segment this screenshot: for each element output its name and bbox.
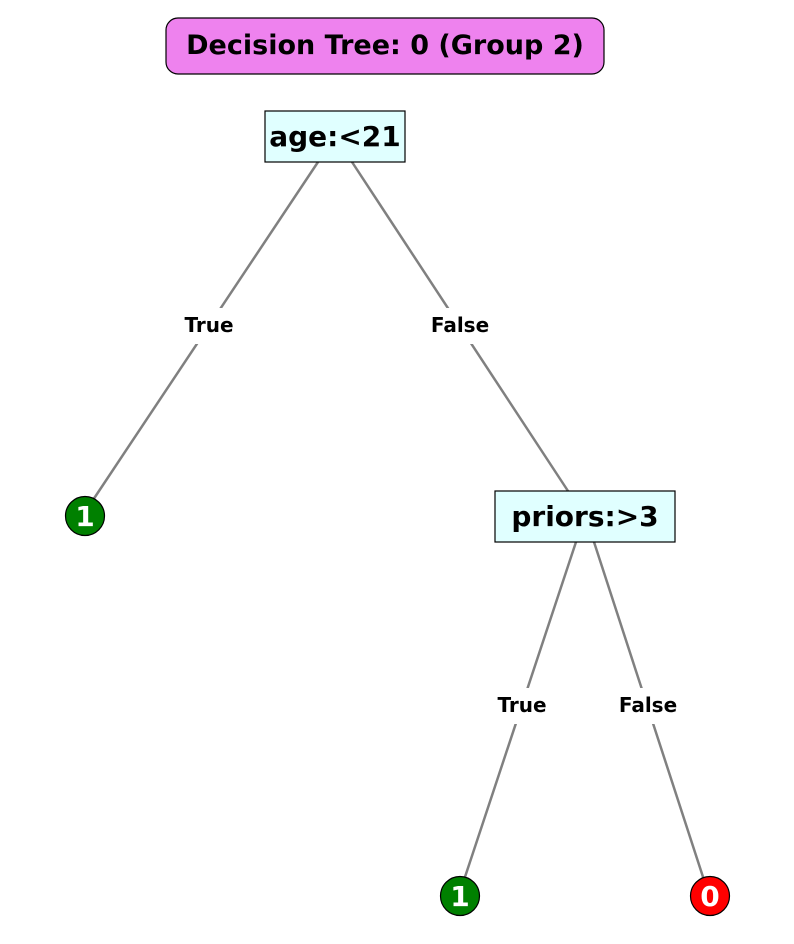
edge-label-priors-false: False: [619, 693, 677, 717]
leaf-node-left: 1: [64, 495, 106, 537]
edge-label-root-true: True: [184, 313, 233, 337]
decision-box-priors: [494, 490, 676, 543]
leaf-label-right: 0: [700, 880, 719, 913]
decision-node-root: age:<21: [264, 110, 406, 163]
decision-label-priors: priors:>3: [511, 500, 658, 533]
edge-labels: True False True False: [178, 308, 684, 724]
leaf-node-mid: 1: [439, 875, 481, 917]
decision-box-root: [264, 110, 406, 163]
edge-label-root-false: False: [431, 313, 489, 337]
title-box: [165, 17, 605, 75]
leaf-circle-mid: [439, 875, 481, 917]
leaf-node-right: 0: [689, 875, 731, 917]
leaf-label-left: 1: [75, 500, 94, 533]
decision-label-root: age:<21: [269, 120, 401, 153]
leaf-label-mid: 1: [450, 880, 469, 913]
edge-label-priors-true: True: [497, 693, 546, 717]
diagram-title: Decision Tree: 0 (Group 2): [165, 17, 605, 75]
leaf-circle-right: [689, 875, 731, 917]
title-text: Decision Tree: 0 (Group 2): [186, 30, 584, 61]
leaf-circle-left: [64, 495, 106, 537]
decision-node-priors: priors:>3: [494, 490, 676, 543]
